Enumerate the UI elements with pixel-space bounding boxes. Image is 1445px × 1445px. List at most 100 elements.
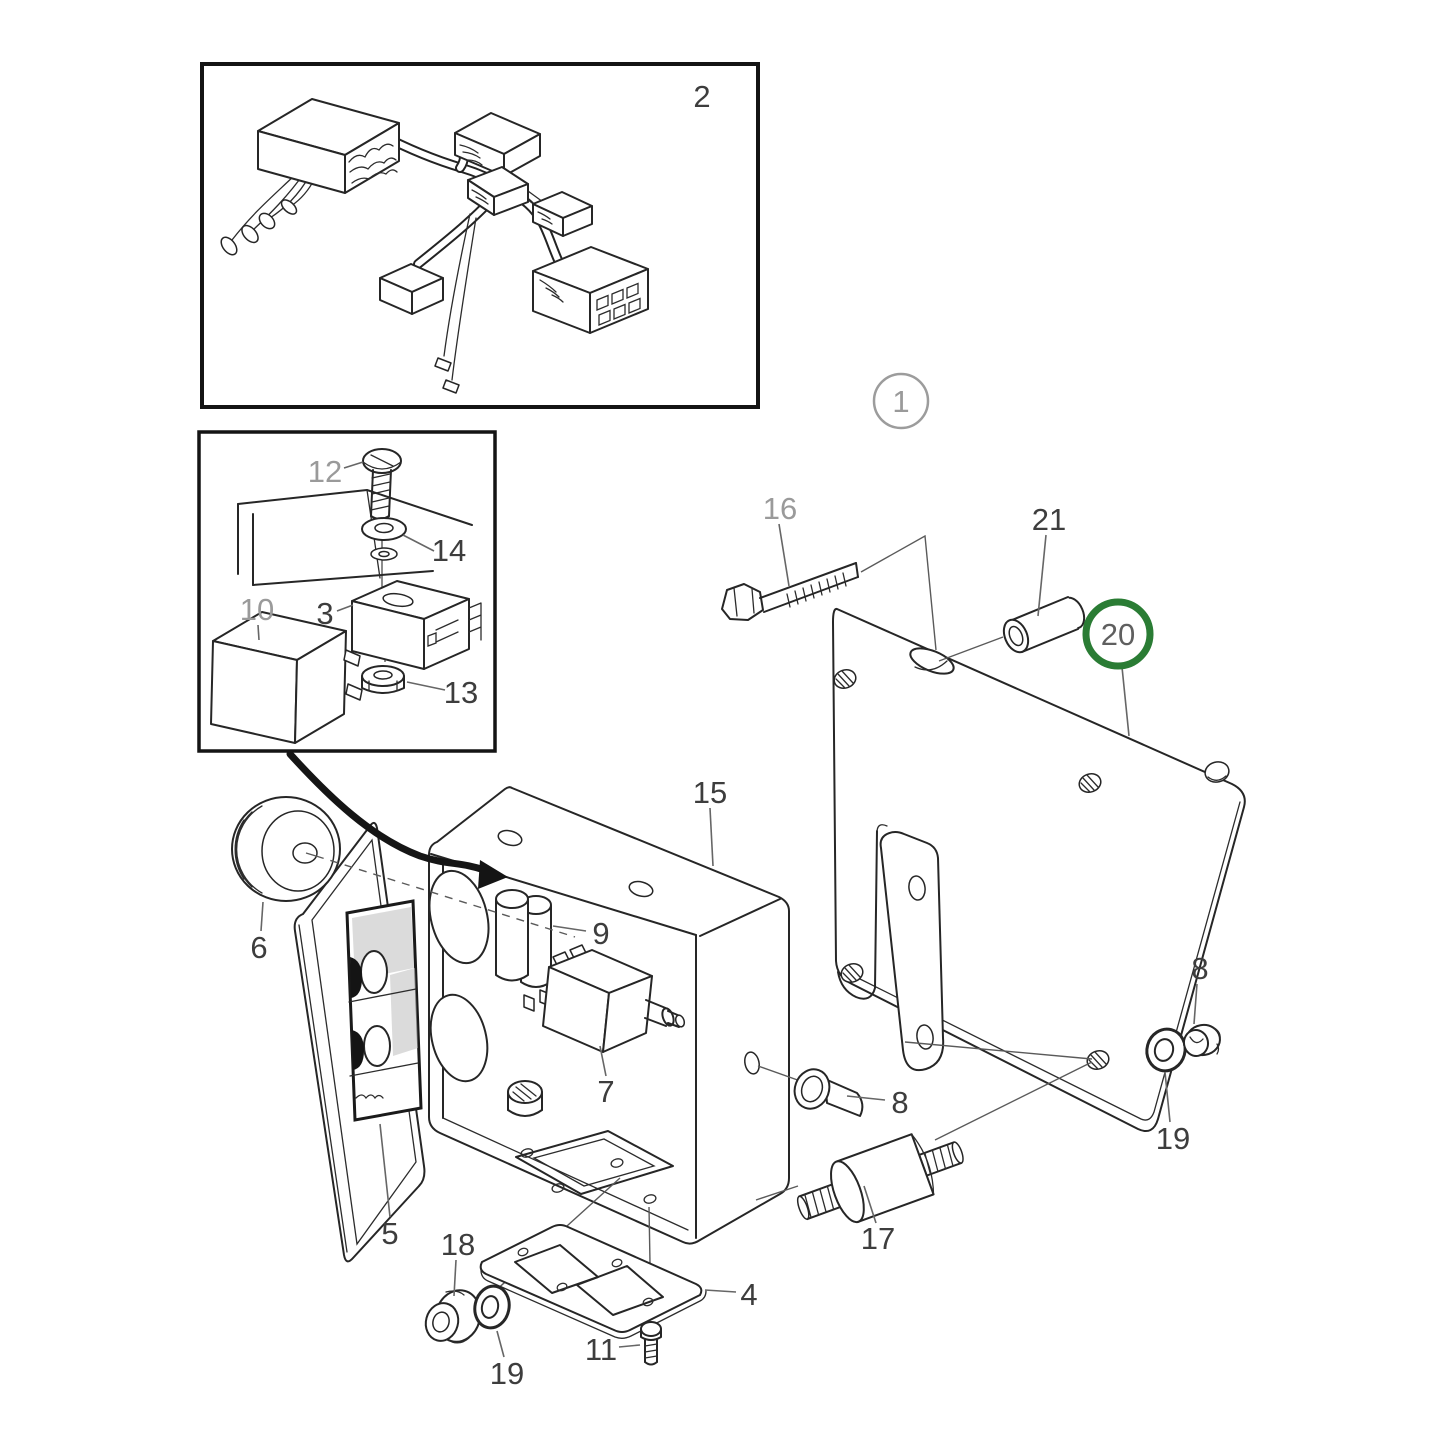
part-number-label: 14 (432, 533, 466, 568)
callout-leader-line (1037, 534, 1047, 617)
harness-connector-large-left (257, 98, 400, 194)
junction-box-15 (428, 786, 790, 1245)
mounting-plate-20 (832, 607, 1246, 1132)
plate-slot-hole (909, 647, 955, 675)
assembly-alignment-lines (305, 534, 1093, 1321)
part-number-label: 13 (444, 675, 478, 710)
callout-leader-line (336, 604, 354, 612)
part-callout-13[interactable]: 13 (406, 675, 478, 710)
callout-leader-line (704, 1289, 737, 1293)
part-number-label: 16 (763, 491, 797, 526)
switch-7 (542, 944, 686, 1053)
cable-arrowhead (478, 860, 508, 889)
reference-ring (872, 372, 930, 430)
callout-leader-line (846, 1095, 886, 1101)
inset-wiring-harness (200, 62, 760, 409)
inset-relay-detail (197, 430, 497, 753)
callout-leader-line (863, 1185, 877, 1224)
part-number-label: 17 (861, 1221, 895, 1256)
part-callout-17[interactable]: 17 (861, 1185, 895, 1256)
part-number-label: 7 (597, 1074, 614, 1109)
callout-leader-line (709, 807, 714, 867)
part-callout-21[interactable]: 21 (1032, 502, 1066, 617)
part-callout-19a[interactable]: 19 (1156, 1071, 1190, 1156)
part-callout-5[interactable]: 5 (379, 1123, 399, 1251)
part-number-label: 19 (490, 1356, 524, 1391)
part-number-label: 19 (1156, 1121, 1190, 1156)
part-number-label: 12 (308, 454, 342, 489)
callout-leader-line (1164, 1071, 1171, 1123)
plate-threaded-hole (833, 668, 857, 690)
rubber-mount-17 (796, 1133, 964, 1224)
part-callout-16[interactable]: 16 (763, 491, 797, 587)
callout-leader-line (257, 624, 260, 641)
callout-leader-line (453, 1259, 457, 1297)
plate-plain-hole (1204, 761, 1230, 783)
part-callout-4[interactable]: 4 (704, 1277, 758, 1312)
part-callout-7[interactable]: 7 (597, 1045, 615, 1109)
part-callout-1[interactable]: 1 (872, 372, 930, 430)
screw-8-left (793, 1068, 864, 1117)
part-callout-8b[interactable]: 8 (1191, 951, 1209, 1025)
part-callout-20[interactable]: 20 (1082, 598, 1154, 737)
part-number-label: 8 (891, 1085, 908, 1120)
part-callout-14[interactable]: 14 (402, 533, 466, 568)
part-number-label: 2 (693, 79, 710, 114)
main-assembly (231, 534, 1246, 1366)
part-number-label: 3 (316, 596, 333, 631)
spacer-sleeve-21 (1002, 596, 1086, 654)
screw-11 (640, 1321, 662, 1366)
relay-holder-3 (351, 580, 482, 670)
part-number-label: 20 (1101, 617, 1135, 652)
callout-leader-line (618, 1344, 641, 1348)
harness-connector-small-center (467, 166, 529, 216)
part-callout-6[interactable]: 6 (250, 901, 268, 965)
part-callout-3[interactable]: 3 (316, 596, 354, 631)
hex-bolt-16 (721, 562, 859, 621)
part-number-label: 18 (441, 1227, 475, 1262)
threaded-bushing (507, 1080, 543, 1117)
harness-connector-small-right (532, 191, 593, 237)
callout-leader-line (1121, 666, 1130, 737)
harness-connector-small-bottom (379, 263, 444, 315)
callout-leader-line (260, 901, 264, 932)
part-number-label: 9 (592, 916, 609, 951)
callout-leader-line (406, 681, 446, 691)
washer-19-bottom (473, 1284, 511, 1330)
gasket-plate-4 (479, 1224, 707, 1339)
callout-leader-line (402, 534, 435, 552)
part-number-label: 21 (1032, 502, 1066, 537)
part-callout-11[interactable]: 11 (585, 1332, 641, 1367)
part-callout-2[interactable]: 2 (693, 79, 710, 114)
machine-screw-12 (362, 448, 402, 520)
part-callout-15[interactable]: 15 (693, 775, 727, 867)
callout-layer: 2 12 14 10 3 13 1 16 21 20 15 9 6 7 8 8 19 17 5 18 19 11 4 (240, 79, 1209, 1391)
plate-threaded-hole (1078, 772, 1102, 794)
part-number-label: 4 (740, 1277, 757, 1312)
wiring-harness-illustration (220, 98, 649, 394)
callout-leader-line (552, 925, 587, 932)
part-callout-9[interactable]: 9 (552, 916, 610, 951)
callout-leader-line (496, 1330, 505, 1358)
plate-threaded-hole (840, 962, 864, 984)
part-callout-18[interactable]: 18 (441, 1227, 475, 1297)
harness-connector-top-middle (454, 112, 541, 177)
callout-leader-line (1193, 983, 1198, 1025)
part-callout-19b[interactable]: 19 (490, 1330, 524, 1391)
part-callout-8a[interactable]: 8 (846, 1085, 909, 1120)
part-number-label: 11 (585, 1332, 617, 1367)
part-number-label: 5 (381, 1216, 398, 1251)
part-callout-10[interactable]: 10 (240, 592, 274, 641)
part-callout-12[interactable]: 12 (308, 454, 364, 489)
floor-recess (515, 1130, 674, 1204)
callout-leader-line (343, 461, 364, 469)
callout-leader-line (778, 523, 790, 587)
part-number-label: 8 (1191, 951, 1208, 986)
part-number-label: 10 (240, 592, 274, 627)
flange-nut-13 (361, 665, 405, 694)
callout-leader-line (599, 1045, 607, 1077)
grommet-6 (231, 796, 341, 902)
harness-cable (286, 750, 508, 889)
